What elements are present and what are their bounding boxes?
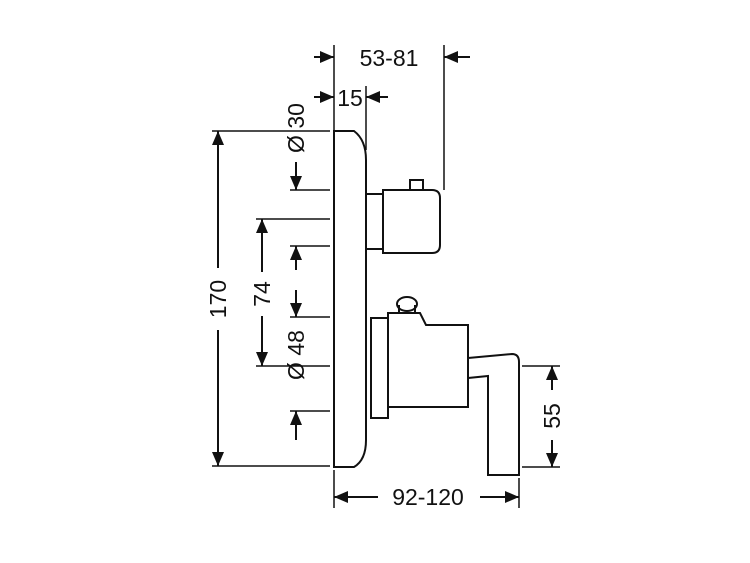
thermostat-button <box>409 179 424 191</box>
dim-large-diameter: Ø 48 <box>283 246 309 440</box>
lever-handle <box>467 352 520 476</box>
dim-bottom-width: 92-120 <box>334 484 519 510</box>
dim-label-bottom-width: 92-120 <box>392 484 464 510</box>
cover-plate <box>333 130 367 468</box>
dim-label-large-diameter: Ø 48 <box>283 330 309 380</box>
dim-top-width: 53-81 <box>314 45 470 71</box>
dim-center-spacing: 74 <box>249 219 275 366</box>
dim-plate-offset: 15 <box>314 85 388 111</box>
dim-label-total-height: 170 <box>205 280 231 318</box>
thermostat-handle <box>382 189 441 254</box>
valve-outline <box>333 130 520 476</box>
thermostat-collar <box>365 193 384 250</box>
dim-label-top-width: 53-81 <box>360 45 419 71</box>
diverter-collar <box>370 317 389 419</box>
diverter-body <box>387 312 469 408</box>
diverter-knob <box>396 296 418 312</box>
dim-total-height: 170 <box>205 131 231 466</box>
dim-label-plate-offset: 15 <box>337 85 363 111</box>
dim-label-center-spacing: 74 <box>249 281 275 307</box>
diverter-knob-stem <box>398 305 416 313</box>
dim-lever-height: 55 <box>539 366 565 467</box>
dim-label-lever-height: 55 <box>539 403 565 429</box>
dim-small-diameter: Ø 30 <box>283 103 309 190</box>
dim-label-small-diameter: Ø 30 <box>283 103 309 153</box>
